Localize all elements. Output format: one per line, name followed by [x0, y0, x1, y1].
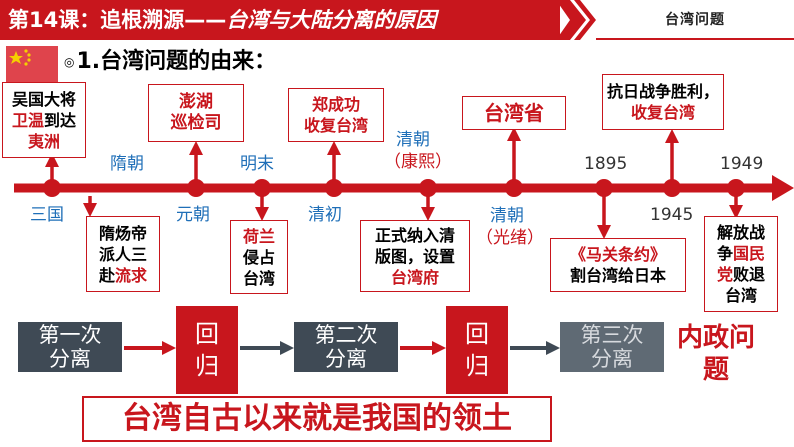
stage-return1-line1: 回: [195, 320, 219, 348]
node-kangxi: [419, 179, 437, 197]
node-sanguo: [43, 179, 61, 197]
label-1895: 1895: [584, 154, 628, 174]
event-kangri-line1: 抗日战争胜利，: [606, 82, 719, 101]
event-jiefang-baitui: 败退: [733, 265, 766, 284]
event-box-sheng: 台湾省: [462, 96, 566, 130]
stage-return2-line2: 归: [465, 352, 489, 380]
topic-tag: 台湾问题: [596, 0, 794, 40]
event-helan-line3: 台湾: [242, 268, 275, 288]
event-yuan-line1: 澎湖: [179, 92, 213, 112]
label-qingchu: 清初: [308, 205, 342, 225]
header-chevron-icon: [556, 0, 596, 40]
stage-second-line1: 第二次: [314, 323, 378, 347]
event-qing-line1: 正式纳入清: [374, 225, 455, 245]
section-title-text: 1.台湾问题的由来：: [76, 49, 277, 74]
event-zheng-line2: 收复台湾: [303, 116, 368, 135]
stage-second-separation: 第二次 分离: [294, 322, 398, 372]
stage-third-line1: 第三次: [580, 323, 644, 347]
label-qingchao-guangxu: 清朝: [490, 206, 524, 226]
event-box-zheng: 郑成功 收复台湾: [288, 88, 384, 142]
event-box-sui: 隋炀帝 派人三 赴流求: [86, 216, 160, 292]
event-wu-line1: 吴国大将: [11, 89, 76, 109]
event-jiefang-line4: 台湾: [724, 286, 757, 305]
label-kangxi: （康熙）: [384, 152, 452, 172]
event-sui-fu: 赴: [98, 265, 115, 285]
header-bar: [0, 0, 560, 40]
conclusion-banner: 台湾自古以来就是我国的领土: [82, 396, 552, 442]
label-1945: 1945: [650, 205, 694, 225]
stage-third-separation: 第三次 分离: [560, 322, 664, 372]
node-1945: [663, 179, 681, 197]
stage-first-separation: 第一次 分离: [18, 322, 122, 372]
arrow-to-second: [240, 341, 294, 355]
label-1949: 1949: [720, 154, 764, 174]
arrow-to-third: [510, 341, 560, 355]
stage-third-line2: 分离: [591, 347, 633, 371]
event-sheng-line1: 台湾省: [484, 100, 544, 125]
event-sui-liuqiu: 流求: [115, 265, 148, 285]
event-kangri-line2: 收复台湾: [630, 103, 695, 122]
stage-return1-line2: 归: [195, 352, 219, 380]
stage-return2-line1: 回: [465, 320, 489, 348]
event-box-helan: 荷兰 侵占 台湾: [230, 220, 288, 294]
stage-first-line1: 第一次: [38, 323, 102, 347]
event-box-kangri: 抗日战争胜利， 收复台湾: [602, 74, 724, 130]
node-qingchu: [325, 179, 343, 197]
label-sanguo: 三国: [30, 205, 64, 225]
lesson-title: 第14课：追根溯源——台湾与大陆分离的原因: [8, 5, 436, 35]
node-guangxu: [505, 179, 523, 197]
event-qing-line3: 台湾府: [390, 267, 439, 287]
event-yuan-line2: 巡检司: [170, 113, 222, 133]
event-sui-line2: 派人三: [98, 244, 147, 264]
event-qing-line2: 版图，设置: [374, 246, 455, 266]
lesson-title-main: 第14课：追根溯源——: [8, 8, 227, 32]
internal-affairs-label: 内政问 题: [676, 322, 756, 386]
arrow-to-return2: [400, 341, 446, 355]
internal-affairs-line2: 题: [702, 355, 729, 385]
timeline-arrowhead: [772, 175, 794, 201]
event-maguan-line1: 《马关条约》: [569, 245, 666, 264]
event-jiefang-line1: 解放战: [716, 223, 765, 242]
event-jiefang-dang: 党: [716, 265, 733, 284]
event-wu-weiwen: 卫温: [11, 110, 44, 130]
label-yuanchao: 元朝: [176, 205, 210, 225]
lesson-title-sub: 台湾与大陆分离的原因: [226, 8, 437, 32]
topic-tag-label: 台湾问题: [665, 12, 725, 28]
node-1895: [595, 179, 613, 197]
stage-second-return: 回 归: [446, 306, 508, 394]
event-box-qing: 正式纳入清 版图，设置 台湾府: [360, 220, 470, 292]
stage-second-line2: 分离: [325, 347, 367, 371]
stage-first-return: 回 归: [176, 306, 238, 394]
section-title: ◎1.台湾问题的由来：: [64, 48, 276, 76]
event-box-wu: 吴国大将 卫温到达 夷洲: [2, 82, 86, 158]
node-yuanchao: [187, 179, 205, 197]
event-maguan-line2: 割台湾给日本: [569, 266, 666, 285]
event-wu-daoda: 到达: [44, 110, 77, 130]
event-helan-line2: 侵占: [242, 247, 275, 267]
event-jiefang-zheng: 争: [716, 244, 733, 263]
event-wu-yizhou: 夷洲: [27, 131, 60, 151]
arrow-to-return1: [124, 341, 176, 355]
event-box-maguan: 《马关条约》 割台湾给日本: [550, 238, 686, 292]
label-qingchao-kangxi: 清朝: [396, 130, 430, 150]
china-flag-icon: [6, 46, 58, 82]
label-suichao: 隋朝: [110, 154, 144, 174]
node-1949: [727, 179, 745, 197]
event-sui-line1: 隋炀帝: [98, 223, 147, 243]
label-guangxu: （光绪）: [476, 228, 544, 248]
node-mingmo: [253, 179, 271, 197]
event-box-yuan: 澎湖 巡检司: [148, 84, 244, 142]
label-mingmo: 明末: [240, 154, 274, 174]
section-marker: ◎: [64, 55, 75, 69]
event-zheng-line1: 郑成功: [311, 95, 360, 114]
event-helan-line1: 荷兰: [242, 226, 275, 246]
stage-first-line2: 分离: [49, 347, 91, 371]
internal-affairs-line1: 内政问: [676, 323, 755, 353]
event-box-jiefang: 解放战 争国民 党败退 台湾: [704, 216, 778, 312]
event-jiefang-guomin: 国民: [733, 244, 766, 263]
